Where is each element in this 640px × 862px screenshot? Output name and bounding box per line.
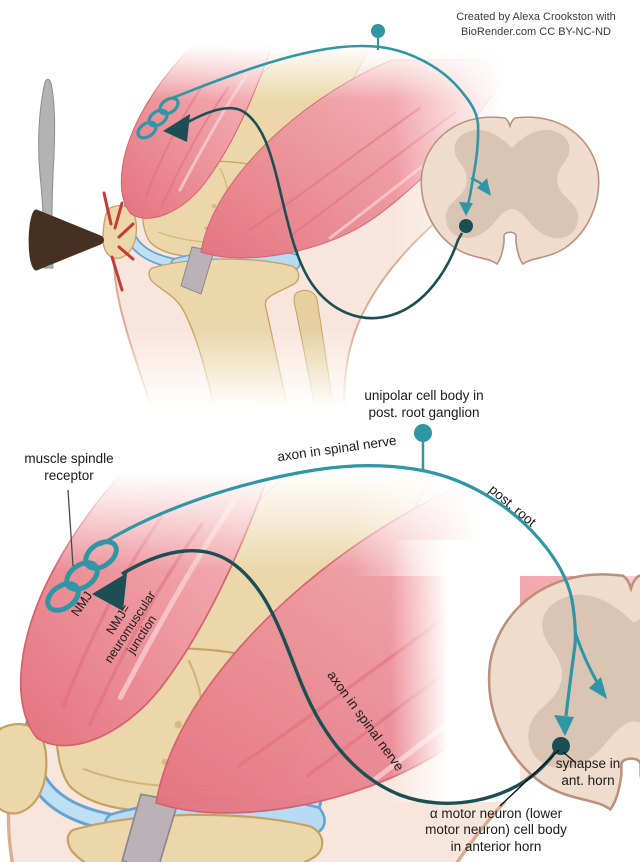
hammer-head xyxy=(28,209,104,271)
sensory-arrowhead-down-top xyxy=(459,202,473,216)
sensory-arrowhead-right-top xyxy=(477,178,491,196)
nmj-arrowhead-bottom xyxy=(92,573,127,611)
bottom-panel xyxy=(0,420,640,862)
sensory-axon-bottom xyxy=(99,463,577,717)
nmj-arrowhead-top xyxy=(163,114,190,142)
motor-neuron-cell-body-bottom xyxy=(552,737,570,755)
sensory-neuron-cell-body-bottom xyxy=(414,424,432,442)
label-muscle-spindle-receptor: muscle spindle receptor xyxy=(24,451,114,483)
label-unipolar-cell-body: unipolar cell body in post. root ganglio… xyxy=(364,388,484,420)
synapse-pointer-line xyxy=(562,751,577,764)
sensory-axon-branch-bottom xyxy=(573,631,600,685)
sensory-arrowhead-down-bottom xyxy=(554,715,574,736)
motor-neuron-cell-body-top xyxy=(459,219,473,233)
alpha-pointer-line xyxy=(499,749,560,807)
spindle-pointer-line xyxy=(67,489,74,567)
label-alpha-motor-neuron: α motor neuron (lower motor neuron) cell… xyxy=(425,806,567,854)
label-synapse-ant-horn: synapse in ant. horn xyxy=(555,756,621,788)
reflex-hammer xyxy=(28,78,104,271)
motor-axon-top xyxy=(187,106,464,320)
credit-text: Created by Alexa Crookston with BioRende… xyxy=(440,10,632,39)
sensory-axon-top xyxy=(169,44,480,212)
credit-line-2: BioRender.com CC BY-NC-ND xyxy=(461,25,611,38)
credit-line-1: Created by Alexa Crookston with xyxy=(456,11,616,23)
muscle-spindle-coil-bottom xyxy=(45,539,119,613)
sensory-arrowhead-right-bottom xyxy=(589,677,607,699)
fade-bottom xyxy=(90,330,470,434)
muscle-spindle-coil-top xyxy=(136,96,180,140)
top-panel xyxy=(28,16,640,434)
sensory-neuron-cell-body-top xyxy=(371,24,385,38)
strike-marks xyxy=(102,191,135,292)
